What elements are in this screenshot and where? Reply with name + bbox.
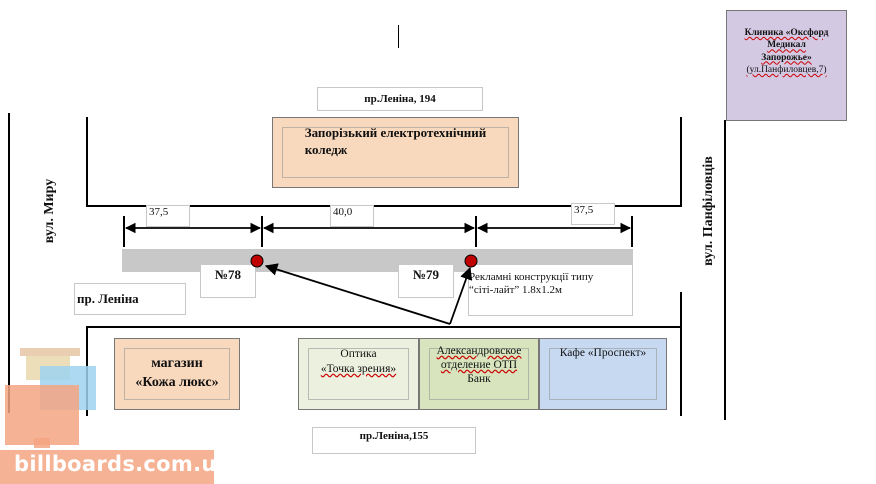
dimension-middle: 40,0: [330, 205, 374, 227]
college-inner-frame: [282, 127, 509, 178]
shop-otp-bank: Александровское отделение ОТП Банк: [419, 338, 539, 410]
clinic-name-line3: Запорожье»: [761, 52, 812, 63]
shop-optics-line2: «Точка зрения»: [320, 362, 397, 375]
shop-otp-bank-name: Александровское отделение ОТП Банк: [437, 345, 522, 386]
shop-optics-line1: Оптика: [340, 348, 377, 360]
shop-cafe-prospect: Кафе «Проспект»: [539, 338, 667, 410]
dimension-right: 37,5: [571, 203, 615, 225]
block-top-right-edge: [680, 117, 682, 207]
clinic-name-line1: Клиника «Оксфорд: [744, 28, 829, 38]
top-tick-line: [398, 25, 399, 48]
top-street-label: пр.Леніна, 194: [317, 87, 483, 111]
shop-otp-bank-line3: Банк: [467, 372, 491, 385]
ad-type-note-line1: Рекламні конструкції типу: [469, 271, 594, 283]
clinic-box: Клиника «Оксфорд Медикал Запорожье» (ул.…: [726, 10, 847, 121]
dimension-ticks: [123, 216, 633, 247]
college-name-line1: Запорізький електротехнічний: [304, 125, 487, 140]
billboard-78-label: №78: [200, 264, 256, 298]
shop-leather-lux-line1: магазин: [151, 356, 203, 372]
watermark-text: billboards.com.ua: [14, 452, 232, 476]
shop-leather-lux-name: магазин «Кожа люкс»: [135, 355, 218, 393]
shop-cafe-prospect-inner-frame: [549, 348, 657, 400]
shop-leather-lux: магазин «Кожа люкс»: [114, 338, 240, 410]
ad-type-note: Рекламні конструкції типу “сіті-лайт” 1.…: [468, 264, 633, 316]
shop-optics: Оптика «Точка зрения»: [298, 338, 419, 410]
block-bottom-right-edge: [680, 292, 682, 416]
block-top-bottom-edge: [86, 205, 682, 207]
ad-type-note-line2: “сіті-лайт” 1.8х1.2м: [469, 283, 563, 296]
block-top-left-edge: [86, 117, 88, 207]
watermark-logo: billboards.com.ua: [0, 340, 231, 484]
clinic-address: (ул.Панфиловцев,7): [746, 65, 827, 76]
clinic-name-line2: Медикал: [767, 40, 806, 51]
shop-otp-bank-inner-frame: [429, 348, 529, 400]
shop-otp-bank-line1: Александровское: [436, 345, 522, 357]
left-street-edge: [8, 113, 10, 413]
billboard-79-label: №79: [398, 264, 454, 298]
college-box: Запорізький електротехнічний коледж: [272, 117, 519, 188]
shop-cafe-prospect-name: Кафе «Проспект»: [559, 347, 647, 359]
college-name: Запорізький електротехнічний коледж: [305, 125, 487, 159]
shop-leather-lux-line2: «Кожа люкс»: [135, 375, 219, 390]
shop-optics-inner-frame: [308, 348, 409, 400]
billboard-logo-icon: [0, 348, 214, 484]
middle-street-label: пр. Леніна: [74, 283, 186, 315]
shop-otp-bank-line2: отделение ОТП: [440, 358, 518, 371]
shop-optics-name: Оптика «Точка зрения»: [321, 347, 396, 377]
billboard-78-marker: [250, 254, 264, 268]
college-name-line2: коледж: [304, 141, 348, 157]
block-bottom-top-edge: [86, 326, 682, 328]
right-street-edge: [724, 120, 726, 420]
pointer-arrows: [264, 263, 473, 325]
shop-leather-lux-inner-frame: [124, 348, 230, 400]
billboard-79-marker: [464, 254, 478, 268]
bottom-street-label: пр.Леніна,155: [312, 427, 476, 454]
